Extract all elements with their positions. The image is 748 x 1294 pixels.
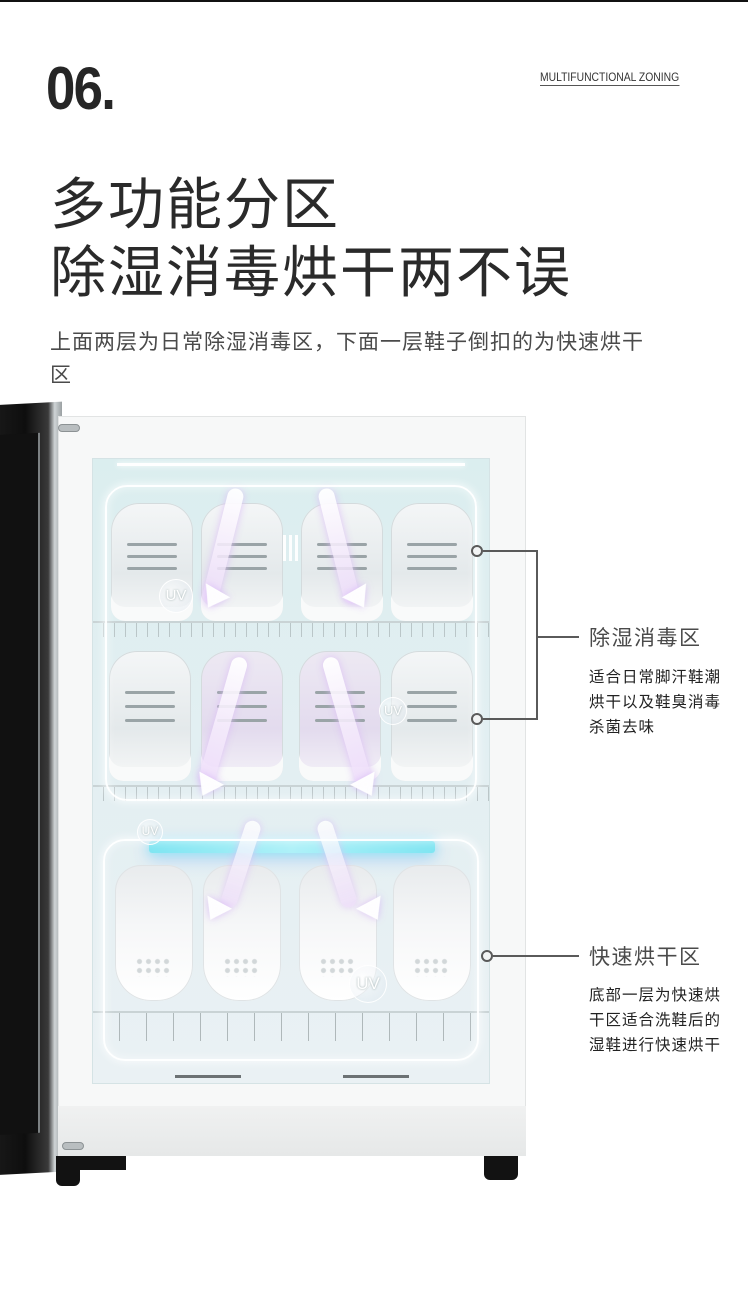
callout-description: 底部一层为快速烘干区适合洗鞋后的湿鞋进行快速烘干 [589,986,722,1054]
section-english-label: MULTIFUNCTIONAL ZONING [540,72,680,86]
uv-badge-icon: UV [159,579,193,613]
callout-bracket [536,550,538,720]
section-number: 06. [46,55,116,122]
uv-badge-icon: UV [349,965,387,1003]
callout-connector [483,718,537,720]
top-border-rule [0,0,748,2]
headline-line-1: 多功能分区 [50,173,340,238]
inverted-shoe [115,865,193,1001]
zone-outline-quick-dry [103,839,479,1061]
intro-description: 上面两层为日常除湿消毒区，下面一层鞋子倒扣的为快速烘干区 [50,330,644,387]
callout-title: 快速烘干区 [589,945,702,969]
callout-connector [537,636,579,638]
callout-connector [483,550,537,552]
callout-connector [493,955,579,957]
sneaker [391,503,473,621]
bottom-vent-icon [343,1075,409,1078]
headline-line-2: 除湿消毒烘干两不误 [50,241,572,306]
sneaker [109,651,191,781]
callout-marker-icon [471,713,483,725]
door-glass-panel [0,432,40,1135]
wire-shelf-middle [93,785,489,801]
cabinet-foot-right [484,1156,518,1180]
bottom-vent-icon [175,1075,241,1078]
sneaker [391,651,473,781]
headline: 多功能分区 除湿消毒烘干两不误 [50,172,572,308]
uv-badge-icon: UV [379,697,407,725]
cabinet-door-open [0,401,62,1177]
callout-marker-icon [481,950,493,962]
cabinet-base-panel [58,1106,526,1156]
top-light-strip [117,463,465,466]
uv-lamp-tube [149,841,435,853]
wire-shelf-upper [93,621,489,637]
uv-badge-icon: UV [137,819,163,845]
cabinet-interior: UV UV UV UV [92,458,490,1084]
cabinet-foot-left [56,1156,80,1186]
callout-title: 除湿消毒区 [589,626,702,650]
inverted-shoe [393,865,471,1001]
zone-outline-disinfect [105,485,477,801]
top-hinge-icon [58,424,80,432]
bottom-hinge-icon [62,1142,84,1150]
inverted-shoe [203,865,281,1001]
callout-description: 适合日常脚汗鞋潮烘干以及鞋臭消毒杀菌去味 [589,668,722,736]
wire-rack-bottom [93,1011,489,1041]
callout-marker-icon [471,545,483,557]
